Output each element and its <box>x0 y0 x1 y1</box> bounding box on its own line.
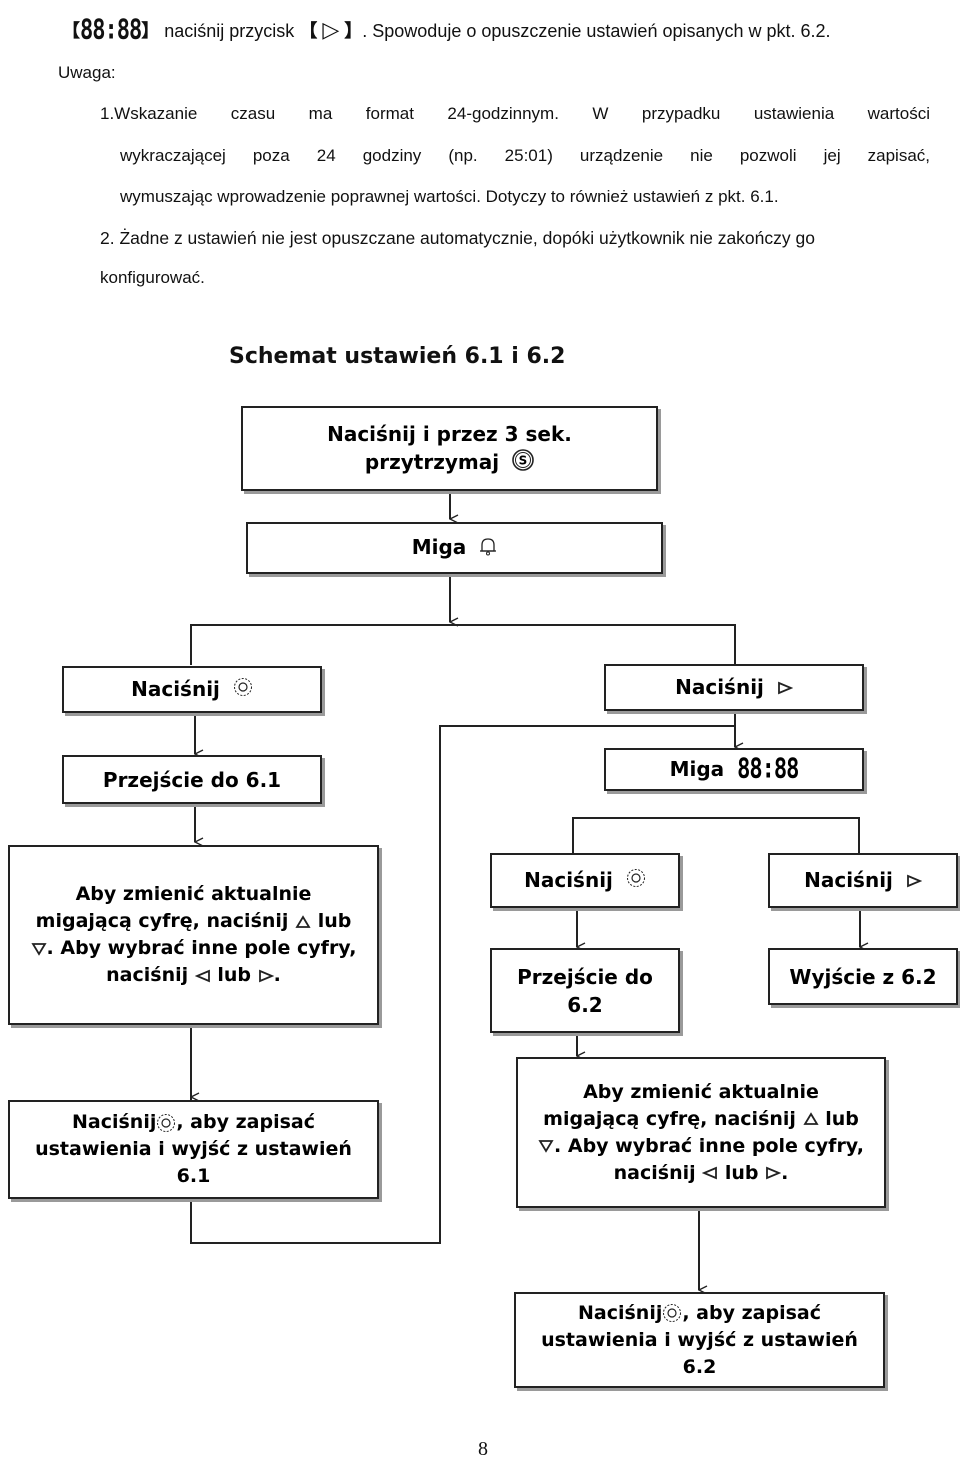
left-instr-line2a: migającą cyfrę, naciśnij <box>35 910 289 932</box>
left-goto-label: Przejście do 6.1 <box>102 767 282 792</box>
right-blink-label: Miga <box>669 756 725 781</box>
down-triangle-icon <box>30 942 47 956</box>
box-right-press-next: Naciśnij <box>604 664 864 711</box>
box-right-instructions: Aby zmienić aktualnie migającą cyfrę, na… <box>516 1057 886 1208</box>
down-triangle-icon <box>538 1140 554 1153</box>
box-mid-press-set: Naciśnij <box>490 853 680 908</box>
box-goto-6-2: Przejście do 6.2 <box>490 948 680 1033</box>
note-item2-line2: konfigurować. <box>100 268 205 287</box>
svg-text:S: S <box>519 453 528 467</box>
box-blink-bell: Miga <box>246 522 663 574</box>
up-triangle-icon <box>802 1112 819 1125</box>
note-item2-line1: 2. Żadne z ustawień nie jest opuszczane … <box>100 228 815 248</box>
top-text-after: . Spowoduje o opuszczenie ustawień opisa… <box>362 21 831 41</box>
left-save-line1b: , aby zapisać <box>176 1111 315 1133</box>
box-left-press-set: Naciśnij <box>62 666 322 713</box>
left-instr-line3: . Aby wybrać inne pole cyfry, <box>46 937 357 959</box>
far-press-label: Naciśnij <box>804 867 893 892</box>
left-save-line1a: Naciśnij <box>71 1111 157 1133</box>
set-gear-icon <box>233 676 253 704</box>
right-save-line3: 6.2 <box>682 1355 717 1378</box>
mid-press-label: Naciśnij <box>524 867 613 892</box>
page-number: 8 <box>478 1438 488 1460</box>
bracket-open: 【 <box>62 21 80 41</box>
left-instr-line1: Aby zmienić aktualnie <box>75 883 312 905</box>
right-instr-line2a: migającą cyfrę, naciśnij <box>543 1107 796 1130</box>
far-exit-label: Wyjście z 6.2 <box>789 964 937 989</box>
box-press-hold-s: Naciśnij i przez 3 sek. przytrzymaj S <box>241 406 658 491</box>
left-instr-line4a: naciśnij <box>106 964 189 986</box>
left-triangle-icon <box>194 969 210 982</box>
time-display-icon: 88:88 <box>737 754 799 786</box>
up-triangle-icon <box>295 914 311 928</box>
right-save-line1a: Naciśnij <box>577 1301 663 1324</box>
time-display-icon: 88:88 <box>80 14 142 46</box>
box-start-line2: przytrzymaj <box>364 449 500 474</box>
set-gear-icon <box>626 867 646 895</box>
left-press-label: Naciśnij <box>131 676 220 701</box>
mid-goto-line2: 6.2 <box>567 992 603 1017</box>
left-triangle-icon <box>701 1166 718 1180</box>
right-triangle-icon <box>766 1166 782 1180</box>
box-exit-6-2: Wyjście z 6.2 <box>768 948 958 1005</box>
bell-icon <box>479 535 497 563</box>
right-triangle-icon: ▷ <box>322 17 340 42</box>
note-item1-line1: 1.Wskazanie czasu ma format 24-godzinnym… <box>100 104 930 123</box>
box-left-instructions: Aby zmienić aktualnie migającą cyfrę, na… <box>8 845 379 1025</box>
note-heading: Uwaga: <box>58 63 116 82</box>
box-goto-6-1: Przejście do 6.1 <box>62 755 322 804</box>
box-blink-display: Miga 88:88 <box>604 748 864 791</box>
s-button-icon: S <box>512 448 534 478</box>
right-triangle-icon <box>258 969 274 982</box>
right-press-label: Naciśnij <box>675 674 764 699</box>
mid-goto-line1: Przejście do <box>517 964 653 989</box>
right-instr-line4b: lub <box>724 1161 759 1184</box>
left-save-line3: 6.1 <box>176 1165 211 1187</box>
note-item1-line2: wykraczającej poza 24 godziny (np. 25:01… <box>120 146 930 165</box>
box-right-save: Naciśnij , aby zapisać ustawienia i wyjść… <box>514 1292 885 1388</box>
top-instruction-line: 【88:88】 naciśnij przycisk 【 ▷ 】. Spowodu… <box>62 14 831 46</box>
button-bracket-open: 【 <box>299 21 318 41</box>
box-left-save: Naciśnij , aby zapisać ustawienia i wyjść… <box>8 1100 379 1199</box>
right-triangle-icon <box>906 867 923 895</box>
top-text-before: naciśnij przycisk <box>164 21 295 41</box>
right-triangle-icon <box>777 674 794 702</box>
box-start-line1: Naciśnij i przez 3 sek. <box>327 421 572 446</box>
left-save-line2: ustawienia i wyjść z ustawień <box>35 1138 352 1160</box>
note-item1-line3: wymuszając wprowadzenie poprawnej wartoś… <box>120 187 779 206</box>
button-bracket-close: 】 <box>344 21 363 41</box>
right-instr-line2b: lub <box>825 1107 859 1130</box>
set-gear-icon <box>157 1113 176 1132</box>
box-far-press-next: Naciśnij <box>768 853 958 908</box>
right-instr-line4a: naciśnij <box>613 1161 696 1184</box>
left-instr-line4b: lub <box>217 964 252 986</box>
set-gear-icon <box>663 1304 682 1322</box>
left-instr-line2b: lub <box>317 910 352 932</box>
right-instr-line3: . Aby wybrać inne pole cyfry, <box>554 1134 864 1157</box>
bracket-close: 】 <box>141 21 160 41</box>
right-instr-line1: Aby zmienić aktualnie <box>583 1080 819 1103</box>
right-save-line2: ustawienia i wyjść z ustawień <box>541 1328 858 1351</box>
right-save-line1b: , aby zapisać <box>682 1301 821 1324</box>
diagram-title: Schemat ustawień 6.1 i 6.2 <box>229 344 566 369</box>
box-blink-label: Miga <box>411 535 467 560</box>
